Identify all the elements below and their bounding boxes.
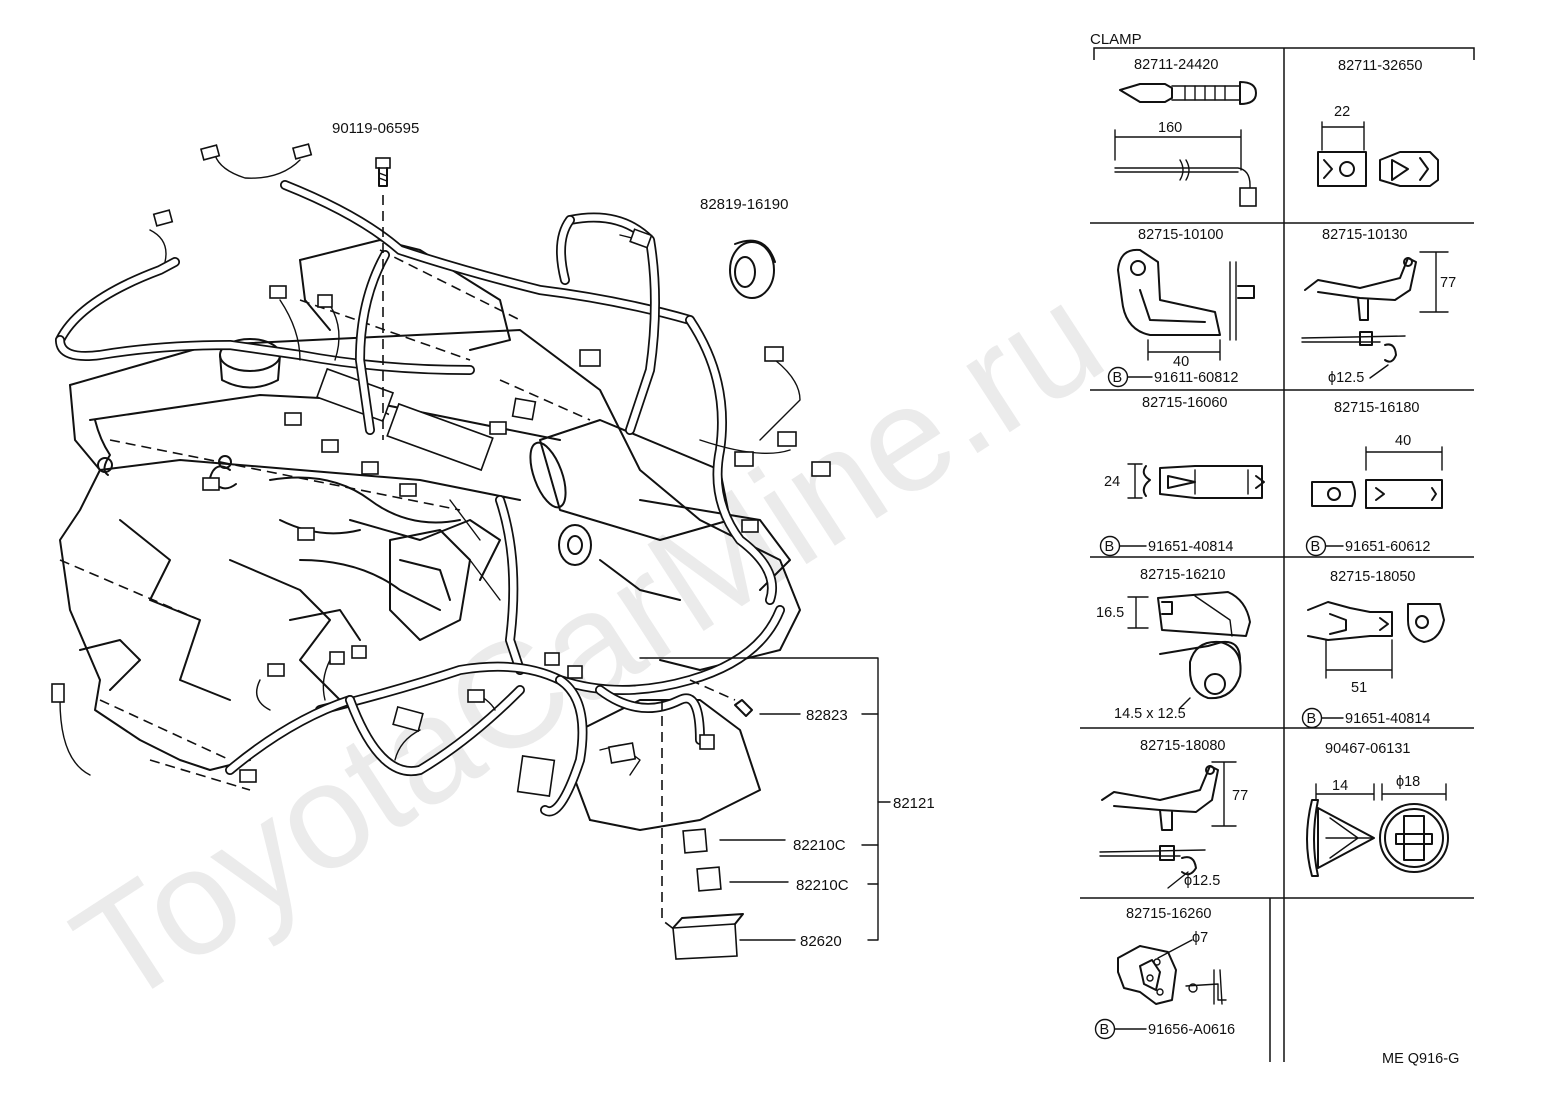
- clamp-part-number: 82715-18080: [1140, 738, 1225, 754]
- clamp-dimension: 22: [1334, 104, 1350, 120]
- clamp-grid: [1080, 47, 1475, 1062]
- clamp-dimension: 51: [1351, 680, 1367, 696]
- callout-bolt: 90119-06595: [332, 120, 419, 137]
- clamp-bolt-number: 91651-40814: [1345, 711, 1430, 727]
- clamp-bolt-number: 91656-A0616: [1148, 1022, 1235, 1038]
- clamp-82715-18080-drawing: [1099, 761, 1237, 889]
- clamp-dimension: 77: [1440, 275, 1456, 291]
- clamp-dimension: 14.5 x 12.5: [1114, 706, 1186, 722]
- clamp-dimension: 40: [1173, 354, 1189, 370]
- clamp-bolt-number: 91651-40814: [1148, 539, 1233, 555]
- engine-assembly-drawing: [59, 239, 801, 831]
- clamp-82715-10130-drawing: [1301, 251, 1449, 379]
- clamp-dimension: 14: [1332, 778, 1348, 794]
- callout-relay-block-1: 82210C: [793, 837, 846, 854]
- callout-relay-box: 82620: [800, 933, 842, 950]
- clamp-part-number: 82715-16180: [1334, 400, 1419, 416]
- clamp-dimension: 16.5: [1096, 605, 1124, 621]
- relay-parts: [672, 699, 753, 960]
- grommet-82819-16190: [729, 239, 776, 299]
- clamp-part-number: 82715-16210: [1140, 567, 1225, 583]
- harness-connectors: [51, 143, 831, 797]
- clamp-82715-18050-drawing: [1307, 601, 1445, 679]
- clamp-bolt-number: 91611-60812: [1154, 370, 1238, 386]
- bolt-marker-label: B: [1307, 711, 1317, 727]
- clamp-82715-16210-drawing: [1127, 591, 1251, 709]
- clamp-dimension: 24: [1104, 474, 1120, 490]
- callout-relay-block-2: 82210C: [796, 877, 849, 894]
- clamp-dimension: ϕ7: [1192, 930, 1208, 946]
- clamp-bolt-number: 91651-60612: [1345, 539, 1430, 555]
- clamp-dimension: 77: [1232, 788, 1248, 804]
- clamp-part-number: 82715-16060: [1142, 395, 1227, 411]
- clamp-dimension: ϕ12.5: [1328, 370, 1364, 386]
- clamp-82711-24420-drawing: [1114, 81, 1257, 207]
- bolt-marker-label: B: [1105, 539, 1115, 555]
- bolt-marker-label: B: [1311, 539, 1321, 555]
- bolt-90119-06595: [375, 157, 391, 440]
- bolt-marker-label: B: [1100, 1022, 1110, 1038]
- clamp-part-number: 82715-18050: [1330, 569, 1415, 585]
- clamp-90467-06131-drawing: [1306, 783, 1449, 877]
- clamp-dimension: 160: [1158, 120, 1182, 136]
- clamp-part-number: 82715-10130: [1322, 227, 1407, 243]
- leader-lines: [639, 657, 891, 941]
- callout-grommet: 82819-16190: [700, 196, 788, 213]
- clamp-part-number: 82711-32650: [1338, 58, 1422, 74]
- watermark-text: ToyotaCarMine.ru: [46, 251, 1130, 1037]
- bolt-marker-label: B: [1113, 370, 1123, 386]
- clamp-82715-16060-drawing: [1127, 463, 1265, 499]
- clamp-dimension: ϕ18: [1396, 774, 1420, 790]
- clamp-part-number: 90467-06131: [1325, 741, 1410, 757]
- clamp-82711-32650-drawing: [1317, 121, 1439, 187]
- clamp-part-number: 82715-16260: [1126, 906, 1211, 922]
- clamp-dimension: 40: [1395, 433, 1411, 449]
- callout-harness: 82121: [893, 795, 935, 812]
- clamp-82715-10100-drawing: [1117, 248, 1255, 361]
- clamp-part-number: 82711-24420: [1134, 57, 1218, 73]
- clamp-panel-title: CLAMP: [1090, 31, 1142, 48]
- clamp-82715-16180-drawing: [1311, 446, 1443, 509]
- callout-connector-82823: 82823: [806, 707, 848, 724]
- figure-code: ME Q916-G: [1382, 1051, 1459, 1067]
- clamp-part-number: 82715-10100: [1138, 227, 1223, 243]
- clamp-82715-16260-drawing: [1117, 939, 1227, 1005]
- clamp-panel: CLAMP 82711-24420 160 82711-32650 2: [1080, 31, 1475, 1067]
- clamp-dimension: ϕ12.5: [1184, 873, 1220, 889]
